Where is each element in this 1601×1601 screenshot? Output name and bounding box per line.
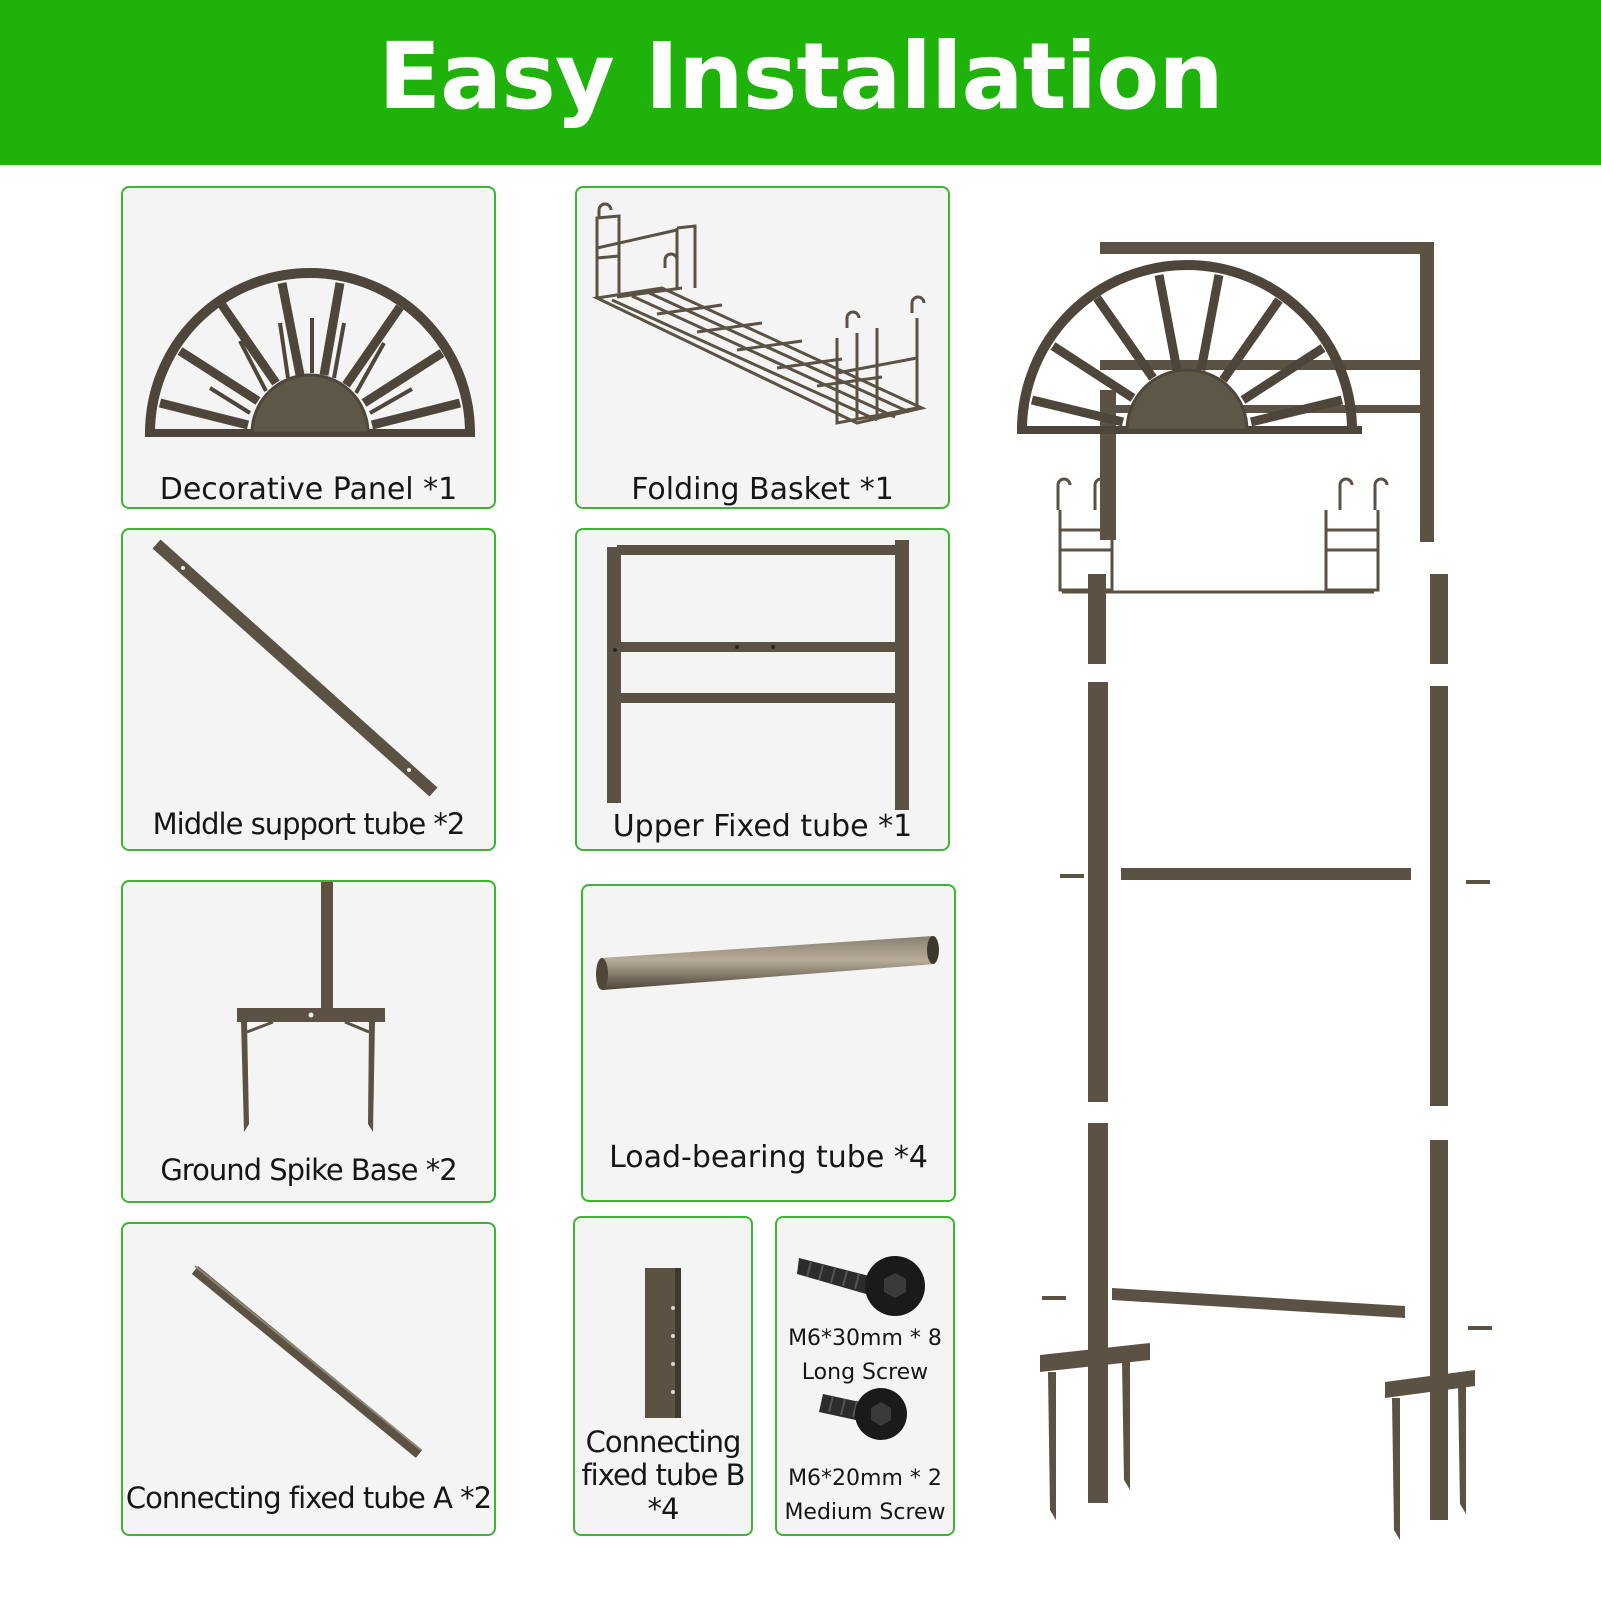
part-label: Folding Basket *1: [631, 472, 894, 507]
middle-support-tube-image: [152, 539, 438, 797]
exploded-assembly-diagram: [1017, 242, 1492, 1540]
part-label: Connecting fixed tube A *2: [125, 1481, 492, 1515]
assembly-folding-basket: [1056, 477, 1389, 594]
folding-basket-image: [591, 202, 927, 425]
part-card-load-bearing-tube: Load-bearing tube *4: [581, 884, 956, 1202]
part-label: Middle support tube *2: [152, 807, 466, 841]
part-card-connecting-fixed-tube-a: Connecting fixed tube A *2: [121, 1222, 496, 1536]
part-label: Upper Fixed tube *1: [612, 809, 913, 844]
decorative-panel-image: [145, 268, 475, 437]
screw-images: [797, 1256, 925, 1440]
long-screw-type: Long Screw: [801, 1360, 929, 1385]
long-screw-icon: [797, 1256, 925, 1316]
part-card-middle-support-tube: Middle support tube *2: [121, 528, 496, 851]
part-card-upper-fixed-tube: Upper Fixed tube *1: [575, 528, 950, 851]
part-card-screws: M6*30mm * 8 Long Screw M6*20mm * 2 Mediu…: [775, 1216, 955, 1536]
connecting-fixed-tube-a-image: [191, 1265, 423, 1458]
part-label: Load-bearing tube *4: [609, 1140, 928, 1175]
upper-fixed-tube-image: [607, 540, 909, 810]
page-title: Easy Installation: [378, 23, 1224, 130]
part-label: Ground Spike Base *2: [160, 1153, 457, 1187]
medium-screw-icon: [819, 1388, 907, 1440]
long-screw-size: M6*30mm * 8: [788, 1326, 942, 1351]
part-card-decorative-panel: Decorative Panel *1: [121, 186, 496, 509]
header-banner: Easy Installation: [0, 0, 1601, 165]
assembly-decorative-panel: [1017, 260, 1362, 434]
ground-spike-base-image: [237, 882, 385, 1132]
part-label: Connecting fixed tube B *4: [581, 1425, 745, 1526]
medium-screw-type: Medium Screw: [784, 1500, 946, 1525]
part-card-connecting-fixed-tube-b: Connecting fixed tube B *4: [573, 1216, 753, 1536]
part-card-ground-spike-base: Ground Spike Base *2: [121, 880, 496, 1203]
part-label: Decorative Panel *1: [159, 472, 458, 507]
part-card-folding-basket: Folding Basket *1: [575, 186, 950, 509]
connecting-fixed-tube-b-image: [645, 1268, 681, 1418]
medium-screw-size: M6*20mm * 2: [788, 1466, 942, 1491]
load-bearing-tube-image: [596, 936, 939, 990]
